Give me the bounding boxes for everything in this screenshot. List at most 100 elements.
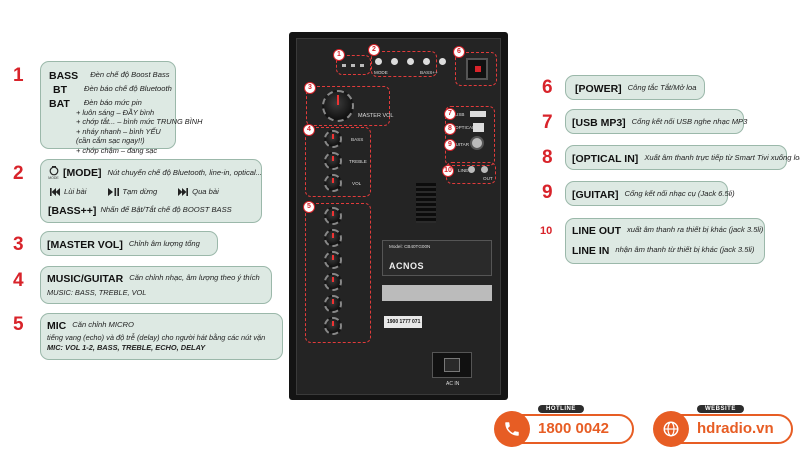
panel-marker-2: 2 [368,44,380,56]
panel-marker-6: 6 [453,46,465,58]
optical-port[interactable] [473,123,484,132]
led-row [342,64,366,67]
bt-desc: Đèn báo chế độ Bluetooth [84,84,172,93]
callout-number-4: 4 [13,270,24,291]
line-in-jack[interactable] [468,166,475,173]
next-desc: Qua bài [192,186,219,196]
usb-text: USB [455,112,465,117]
callout-number-10: 10 [540,225,553,237]
prev-desc: Lùi bài [64,186,87,196]
knob-tick-label: TREBLE [349,159,367,164]
bat-line: + chớp tắt... – bình mức TRUNG BÌNH [76,117,203,127]
bass-button[interactable] [439,58,446,65]
power-label: [POWER] [575,83,622,95]
next-track-icon [177,186,188,197]
led [342,64,346,67]
music-bass-knob[interactable] [324,130,342,148]
linein-label: LINE IN [572,245,610,257]
line-text: LINE [458,168,469,173]
out-text: OUT [483,176,493,181]
io-ports-group [445,106,495,166]
mode-desc: Nút chuyển chế độ Bluetooth, line-in, op… [107,167,263,177]
mic-vol1-knob[interactable] [324,207,342,225]
phone-icon [494,411,530,447]
bassplus-desc: Nhấn để Bật/Tắt chế độ BOOST BASS [100,205,232,214]
play-button[interactable] [407,58,414,65]
power-switch[interactable] [466,58,488,80]
bassplus-label: [BASS++] [48,205,97,217]
mode-button[interactable] [375,58,382,65]
guitar-box: [GUITAR] Cổng kết nối nhạc cụ (Jack 6.5li… [565,181,735,206]
ac-socket [444,358,460,372]
knob-tick-label: BASS [351,137,364,142]
previous-track-icon [49,186,60,197]
line-out-jack[interactable] [481,166,488,173]
mode-text: MODE [374,70,388,75]
mastervol-desc: Chỉnh âm lượng tổng [128,239,200,248]
lineout-label: LINE OUT [572,225,621,237]
bat-line: + nháy nhanh – bình YẾU [76,126,161,136]
music-label: MUSIC/GUITAR [47,273,124,285]
power-switch-light [475,66,481,72]
guitar-text: GUITAR [452,142,470,147]
hotline-number: 1800 0042 [538,420,609,437]
bat-line: (cần cắm sạc ngay!!) [76,136,145,146]
mic-treble-knob[interactable] [324,273,342,291]
mic-bass-knob[interactable] [324,251,342,269]
callout-number-8: 8 [542,147,553,168]
optical-box: [OPTICAL IN] Xuất âm thanh trực tiếp từ S… [565,145,800,170]
warning-sticker [382,285,492,301]
music-knob-group [305,127,371,197]
callout-number-5: 5 [13,314,24,335]
mode-box: MODE [MODE] Nút chuyển chế độ Bluetooth,… [40,159,262,223]
mic-delay-knob[interactable] [324,317,342,335]
callout-number-9: 9 [542,182,553,203]
led [351,64,355,67]
mic-line3: MIC: VOL 1-2, BASS, TREBLE, ECHO, DELAY [47,343,206,352]
bat-line: + chớp chậm – đang sạc [76,145,158,155]
music-treble-knob[interactable] [324,152,342,170]
callout-number-7: 7 [542,112,553,133]
globe-icon [653,411,689,447]
mic-echo-knob[interactable] [324,295,342,313]
usb-desc: Cổng kết nối USB nghe nhạc MP3 [631,117,748,126]
music-vol-knob[interactable] [324,174,342,192]
website-button[interactable]: WEBSITE hdradio.vn [653,405,793,447]
guitar-label: [GUITAR] [572,189,619,201]
mastervol-text: MASTER VOL [358,113,394,119]
power-box: [POWER]Công tắc Tắt/Mở loa [565,75,705,100]
mic-knob-group [305,203,371,343]
panel-marker-1: 1 [333,49,345,61]
mastervol-box: [MASTER VOL]Chỉnh âm lượng tổng [40,231,218,256]
acin-text: AC IN [446,381,460,387]
usb-port[interactable] [470,111,486,117]
guitar-jack[interactable] [470,136,484,150]
music-sub: MUSIC: BASS, TREBLE, VOL [47,288,147,297]
next-button[interactable] [423,58,430,65]
panel-marker-4: 4 [303,124,315,136]
mic-vol2-knob[interactable] [324,229,342,247]
prev-button[interactable] [391,58,398,65]
optical-label: [OPTICAL IN] [572,153,639,165]
bass-desc: Đèn chế độ Boost Bass [90,70,170,79]
ac-inlet[interactable] [432,352,472,378]
panel-marker-5: 5 [303,201,315,213]
optical-desc: Xuất âm thanh trực tiếp từ Smart Tivi xu… [644,153,800,162]
panel-marker-3: 3 [304,82,316,94]
hotline-button[interactable]: HOTLINE 1800 0042 [494,405,634,447]
guitar-desc: Cổng kết nối nhạc cụ (Jack 6.5li) [624,189,735,198]
pause-desc: Tạm dừng [122,186,158,196]
bat-label: BAT [49,98,70,110]
panel-buttons [375,58,446,65]
bass-label: BASS [49,70,79,82]
panel-marker-7: 7 [444,108,456,120]
mic-desc: Căn chỉnh MICRO [72,320,134,329]
hotline-sticker: 1900 1777 071 [384,316,422,328]
linein-desc: nhận âm thanh từ thiết bị khác (jack 3.5… [615,245,755,254]
led-indicator-group [336,55,371,75]
panel-marker-8: 8 [444,123,456,135]
mastervol-knob[interactable] [322,90,354,122]
mic-label: MIC [47,320,67,332]
